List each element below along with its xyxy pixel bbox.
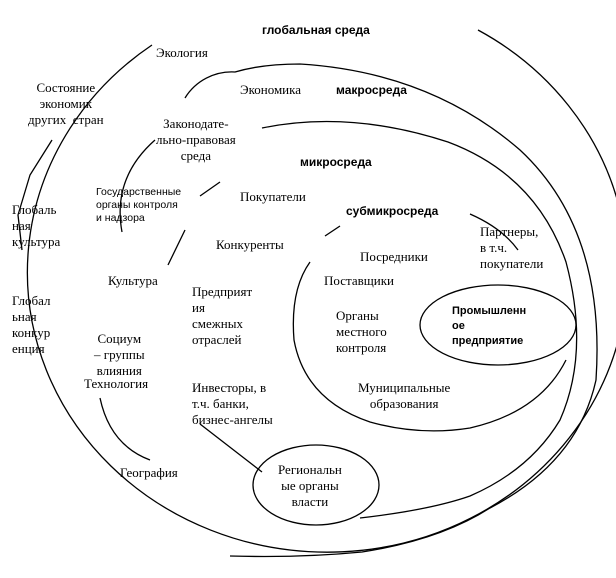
investors-label: Инвесторы, в т.ч. банки, бизнес-ангелы xyxy=(192,380,273,427)
regional-bodies-label: Региональн ые органы власти xyxy=(278,462,342,509)
culture-label: Культура xyxy=(108,273,158,288)
economy-label: Экономика xyxy=(240,82,302,97)
enterprise-ellipse xyxy=(419,284,577,366)
global-boundary-left xyxy=(17,139,53,251)
macro-environment-title: макросреда xyxy=(336,83,407,97)
global-competition-label: Глобал ьная конкур енция xyxy=(12,293,51,356)
municipal-formations-label: Муниципальные образования xyxy=(358,380,451,411)
other-economies-label: Состояние экономик других стран xyxy=(28,80,104,127)
enterprise-label: Промышленн ое предприятие xyxy=(452,305,527,347)
partners-label: Партнеры, в т.ч. покупатели xyxy=(480,224,544,271)
technology-label: Технология xyxy=(84,376,149,391)
submicro-boundary-top xyxy=(469,213,519,251)
global-culture-label: Глобаль ная культура xyxy=(12,202,61,249)
society-label: Социум – группы влияния xyxy=(94,331,145,378)
legal-environment-label: Законодате- льно-правовая среда xyxy=(156,116,236,163)
geography-label: География xyxy=(120,465,178,480)
submicro-environment-boundary xyxy=(292,261,567,432)
buyers-label: Покупатели xyxy=(240,189,306,204)
state-control-bodies-label: Государственные органы контроля и надзор… xyxy=(96,186,182,224)
micro-environment-title: микросреда xyxy=(300,155,372,169)
micro-boundary-lower xyxy=(199,423,263,473)
competitors-label: Конкуренты xyxy=(216,237,284,252)
regional-bodies-ellipse xyxy=(252,444,380,526)
global-environment-title: глобальная среда xyxy=(262,23,370,37)
global-environment-boundary xyxy=(26,29,616,553)
micro-boundary-left xyxy=(167,229,186,266)
suppliers-label: Поставщики xyxy=(324,273,394,288)
macro-environment-boundary xyxy=(184,63,598,558)
submicro-environment-title: субмикросреда xyxy=(346,204,439,218)
related-enterprises-label: Предприят ия смежных отраслей xyxy=(192,284,253,347)
micro-boundary-top-left xyxy=(199,181,221,197)
submicro-boundary-left xyxy=(324,225,341,237)
ecology-label: Экология xyxy=(156,45,208,60)
local-control-bodies-label: Органы местного контроля xyxy=(336,308,387,355)
micro-environment-boundary xyxy=(261,120,578,519)
macro-boundary-lower-left xyxy=(99,397,151,461)
intermediaries-label: Посредники xyxy=(360,249,428,264)
macro-boundary-upper-left xyxy=(119,139,156,233)
